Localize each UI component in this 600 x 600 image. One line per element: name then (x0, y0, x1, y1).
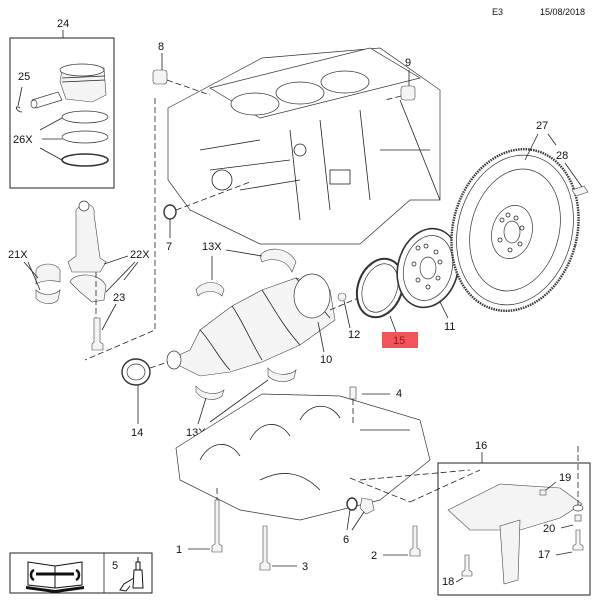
rod-cap-icon (69, 274, 107, 303)
connecting-rod-icon (67, 203, 107, 273)
bracket-guide-line (359, 469, 471, 481)
sealant-bottle-icon (119, 557, 144, 592)
dowel-pin-4 (349, 386, 357, 400)
seal-7: 7 (163, 181, 251, 253)
plug-12: 12 (337, 292, 360, 341)
piston-kit-box (9, 37, 115, 189)
main-bearing-upper-2 (259, 248, 297, 273)
piston-kit-group: 24 25 26X (9, 18, 115, 189)
callout-28[interactable]: 28 (556, 150, 568, 162)
rod-bearing-upper-icon (35, 263, 61, 285)
mount-bracket-icon (447, 483, 583, 531)
legend: 5 (9, 552, 153, 594)
callout-13x-upper[interactable]: 13X (202, 241, 222, 253)
rod-bolt-icon (91, 317, 104, 351)
callout-20[interactable]: 20 (543, 523, 555, 535)
section-code: E3 (492, 7, 503, 17)
mount-bracket-box (437, 462, 591, 596)
rod-guide-line (84, 98, 156, 361)
bolt-2: 2 (371, 525, 421, 562)
callout-17[interactable]: 17 (538, 549, 550, 561)
rear-main-seal-15: 15 (355, 257, 418, 348)
callout-10[interactable]: 10 (320, 354, 332, 366)
highlight-box-15 (382, 332, 418, 348)
flex-plate-11: 11 (396, 227, 460, 333)
piston-ring-3 (61, 153, 109, 167)
cylinder-block (167, 47, 441, 245)
callout-8[interactable]: 8 (158, 41, 164, 53)
callout-21x[interactable]: 21X (8, 249, 28, 261)
flywheel-bolt-28 (571, 185, 589, 197)
flywheel-27: 27 28 (450, 120, 589, 313)
callout-4[interactable]: 4 (396, 388, 402, 400)
callout-27[interactable]: 27 (536, 120, 548, 132)
sealant-ref-number: 5 (112, 560, 118, 572)
callout-26x[interactable]: 26X (13, 134, 33, 146)
callout-7[interactable]: 7 (166, 241, 172, 253)
callout-3[interactable]: 3 (302, 561, 308, 573)
piston-ring-1 (61, 110, 109, 124)
piston-icon (59, 63, 107, 103)
callout-12[interactable]: 12 (348, 329, 360, 341)
callout-1[interactable]: 1 (176, 544, 182, 556)
callout-11[interactable]: 11 (444, 321, 455, 333)
circlip-icon (16, 106, 23, 113)
rod-bearing-lower-icon (35, 289, 61, 304)
callout-14[interactable]: 14 (131, 427, 143, 439)
main-bearing-lower-2 (267, 367, 297, 382)
bolt-1: 1 (176, 488, 223, 556)
connecting-rod-group: 21X 22X 23 (8, 200, 150, 351)
diagram-date: 15/08/2018 (540, 7, 585, 17)
callout-24[interactable]: 24 (57, 18, 69, 30)
callout-6[interactable]: 6 (343, 534, 349, 546)
mount-bracket-group: 16 19 20 17 18 (437, 440, 591, 596)
callout-18[interactable]: 18 (442, 576, 454, 588)
main-bearing-lower-1 (195, 385, 225, 400)
plug-9: 9 (384, 57, 416, 101)
callout-19[interactable]: 19 (559, 472, 571, 484)
bolt-3: 3 (259, 525, 308, 573)
plug-8: 8 (152, 41, 211, 96)
crankshaft-group: 10 13X 13X 14 (121, 241, 336, 439)
repair-manual-icon[interactable] (26, 561, 84, 593)
callout-9[interactable]: 9 (405, 57, 411, 69)
callout-16[interactable]: 16 (475, 440, 487, 452)
main-bearing-upper-1 (195, 282, 225, 297)
callout-15[interactable]: 15 (393, 335, 405, 347)
lower-crankcase: 4 (175, 386, 481, 521)
callout-22x[interactable]: 22X (130, 249, 150, 261)
callout-2[interactable]: 2 (371, 550, 377, 562)
callout-23[interactable]: 23 (113, 292, 125, 304)
piston-ring-2 (61, 130, 109, 144)
piston-pin-icon (30, 91, 63, 109)
callout-25[interactable]: 25 (18, 71, 30, 83)
drain-plug-6: 6 (343, 497, 375, 546)
